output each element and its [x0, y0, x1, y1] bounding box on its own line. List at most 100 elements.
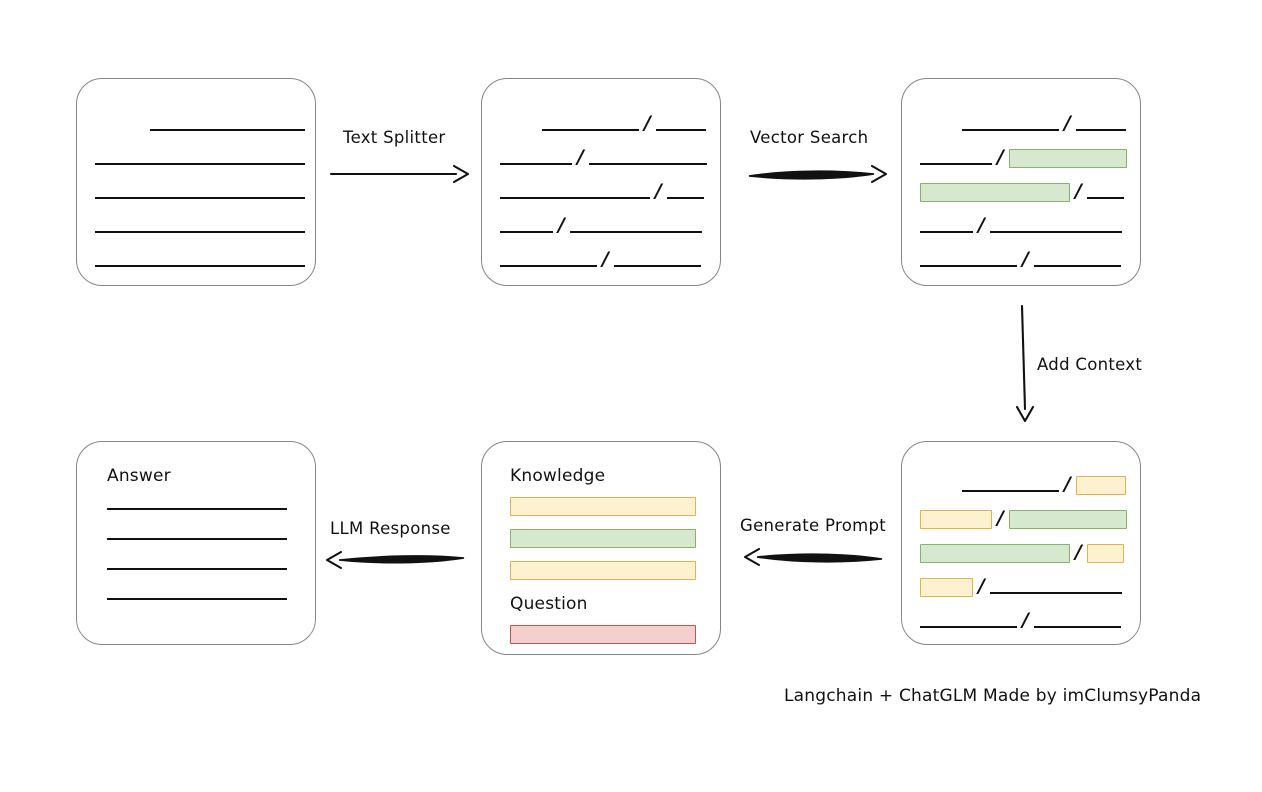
chunk-chip-yellow: [920, 510, 992, 529]
chunk-line: [500, 163, 572, 165]
prompt-node-body: Knowledge Question: [510, 466, 702, 657]
chunk-line: [655, 129, 706, 131]
chunk-line: [95, 231, 305, 233]
chunk-line: [1075, 129, 1126, 131]
edge-llm-response-label: LLM Response: [330, 519, 451, 538]
chunk-row: /: [920, 199, 1140, 236]
answer-line-list: [107, 508, 297, 600]
chunk-line: [666, 197, 704, 199]
chunk-line: [989, 592, 1122, 594]
chunk-line: [1033, 265, 1121, 267]
edge-add-context-label: Add Context: [1037, 355, 1143, 374]
edge-generate-prompt-arrow: [743, 547, 883, 567]
edge-llm-response-arrow: [325, 550, 465, 570]
segment-separator-slash: /: [558, 214, 565, 236]
segment-separator-slash: /: [978, 575, 985, 597]
answer-line: [107, 598, 287, 600]
edge-add-context-arrow: [1015, 304, 1035, 423]
chunk-line: [95, 163, 305, 165]
chunk-chip-green: [1008, 510, 1127, 529]
edge-text-splitter-arrow: [329, 164, 470, 184]
segment-separator-slash: /: [997, 146, 1004, 168]
chunk-row: /: [920, 233, 1140, 270]
segment-separator-slash: /: [1075, 180, 1082, 202]
chunk-line: [95, 197, 305, 199]
chunk-row: /: [500, 233, 720, 270]
chunk-line: [588, 163, 707, 165]
segment-separator-slash: /: [997, 507, 1004, 529]
edge-vector-search-label: Vector Search: [750, 128, 869, 147]
chunk-row: /: [500, 199, 720, 236]
node-generated-prompt[interactable]: Knowledge Question: [481, 441, 721, 655]
chunk-line: [95, 265, 305, 267]
chunk-line: [542, 129, 639, 131]
chunk-row: /: [920, 526, 1140, 563]
chunk-row: /: [920, 97, 1140, 134]
node-split-chunks[interactable]: / / / / /: [481, 78, 721, 286]
knowledge-label: Knowledge: [510, 466, 606, 486]
segment-separator-slash: /: [644, 112, 651, 134]
chunk-row: /: [920, 492, 1140, 529]
node-vector-matched-chunks[interactable]: / / / / /: [901, 78, 1141, 286]
chunk-row: /: [920, 560, 1140, 597]
chunk-line: [569, 231, 702, 233]
chunk-row: /: [500, 165, 720, 202]
chunk-row: [95, 199, 315, 233]
chunk-line: [1033, 626, 1121, 628]
chunk-row: [95, 233, 315, 267]
footer-credit: Langchain + ChatGLM Made by imClumsyPand…: [784, 686, 1202, 706]
answer-line: [107, 508, 287, 510]
node-answer[interactable]: Answer: [76, 441, 316, 645]
edge-text-splitter-label: Text Splitter: [343, 128, 446, 147]
node-vector-matched-chunks-body: / / / / /: [902, 79, 1140, 285]
answer-node-body: Answer: [107, 466, 297, 628]
chunk-line: [920, 231, 973, 233]
edge-vector-search-arrow: [748, 164, 888, 184]
chunk-chip-green: [920, 183, 1070, 202]
node-context-enriched-chunks[interactable]: / / / / /: [901, 441, 1141, 645]
segment-separator-slash: /: [1064, 112, 1071, 134]
chunk-row: /: [920, 458, 1140, 495]
chunk-line: [962, 129, 1059, 131]
chunk-row: [95, 97, 315, 131]
edge-generate-prompt-label: Generate Prompt: [740, 516, 886, 535]
question-label: Question: [510, 594, 588, 614]
chunk-chip-green: [920, 544, 1070, 563]
segment-separator-slash: /: [655, 180, 662, 202]
chunk-row: [95, 131, 315, 165]
prompt-bar-green: [510, 529, 696, 548]
segment-separator-slash: /: [602, 248, 609, 270]
question-bar-list: [510, 625, 702, 644]
chunk-line: [150, 129, 305, 131]
prompt-bar-yellow: [510, 497, 696, 516]
node-source-document[interactable]: [76, 78, 316, 286]
chunk-row: /: [920, 131, 1140, 168]
node-context-enriched-chunks-body: / / / / /: [902, 442, 1140, 644]
prompt-bar-red: [510, 625, 696, 644]
chunk-row: /: [920, 165, 1140, 202]
knowledge-bar-list: [510, 497, 702, 580]
chunk-line: [920, 626, 1017, 628]
chunk-line: [920, 163, 992, 165]
answer-line: [107, 538, 287, 540]
segment-separator-slash: /: [1064, 473, 1071, 495]
segment-separator-slash: /: [978, 214, 985, 236]
segment-separator-slash: /: [1075, 541, 1082, 563]
segment-separator-slash: /: [577, 146, 584, 168]
chunk-chip-yellow: [1075, 476, 1126, 495]
chunk-line: [500, 265, 597, 267]
chunk-row: /: [920, 594, 1140, 631]
chunk-line: [920, 265, 1017, 267]
node-split-chunks-body: / / / / /: [482, 79, 720, 285]
chunk-line: [613, 265, 701, 267]
answer-label: Answer: [107, 466, 171, 486]
chunk-line: [500, 231, 553, 233]
chunk-chip-yellow: [920, 578, 973, 597]
chunk-chip-green: [1008, 149, 1127, 168]
chunk-row: [95, 165, 315, 199]
chunk-chip-yellow: [1086, 544, 1124, 563]
segment-separator-slash: /: [1022, 248, 1029, 270]
prompt-bar-yellow: [510, 561, 696, 580]
segment-separator-slash: /: [1022, 609, 1029, 631]
